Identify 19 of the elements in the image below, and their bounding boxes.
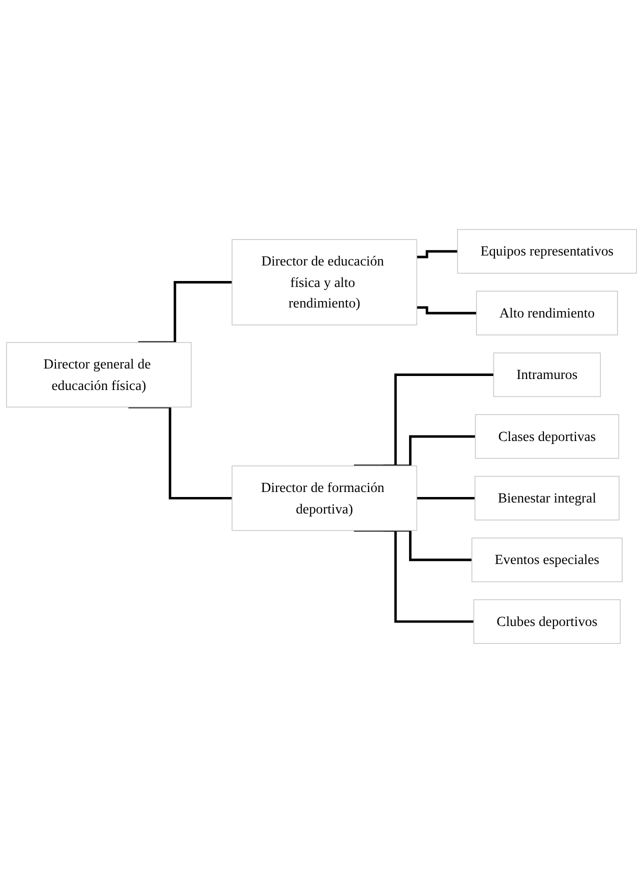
node-box: [457, 229, 637, 274]
node-box: [6, 342, 192, 408]
connector: [354, 374, 494, 468]
org-chart: Director general de educación física) Director de educación física y alto rendimiento) Director de formación deportiva) Equipos representativos Alto rendimiento Intramuros Clases deportivas Bienestar integral Eventos especiales Clubes deportivos: [0, 223, 643, 650]
node-box: [232, 239, 418, 326]
node-box: [474, 414, 620, 459]
node-box: [471, 538, 623, 582]
connector: [416, 306, 476, 314]
connector: [354, 529, 474, 623]
connector: [138, 281, 232, 344]
node-box: [232, 466, 418, 531]
node-box: [473, 599, 621, 644]
connector: [383, 435, 476, 468]
node-box: [476, 290, 618, 336]
node-box: [474, 476, 620, 520]
connector: [416, 496, 475, 500]
connector: [128, 406, 232, 500]
node-box: [493, 352, 601, 398]
connector: [416, 250, 458, 258]
